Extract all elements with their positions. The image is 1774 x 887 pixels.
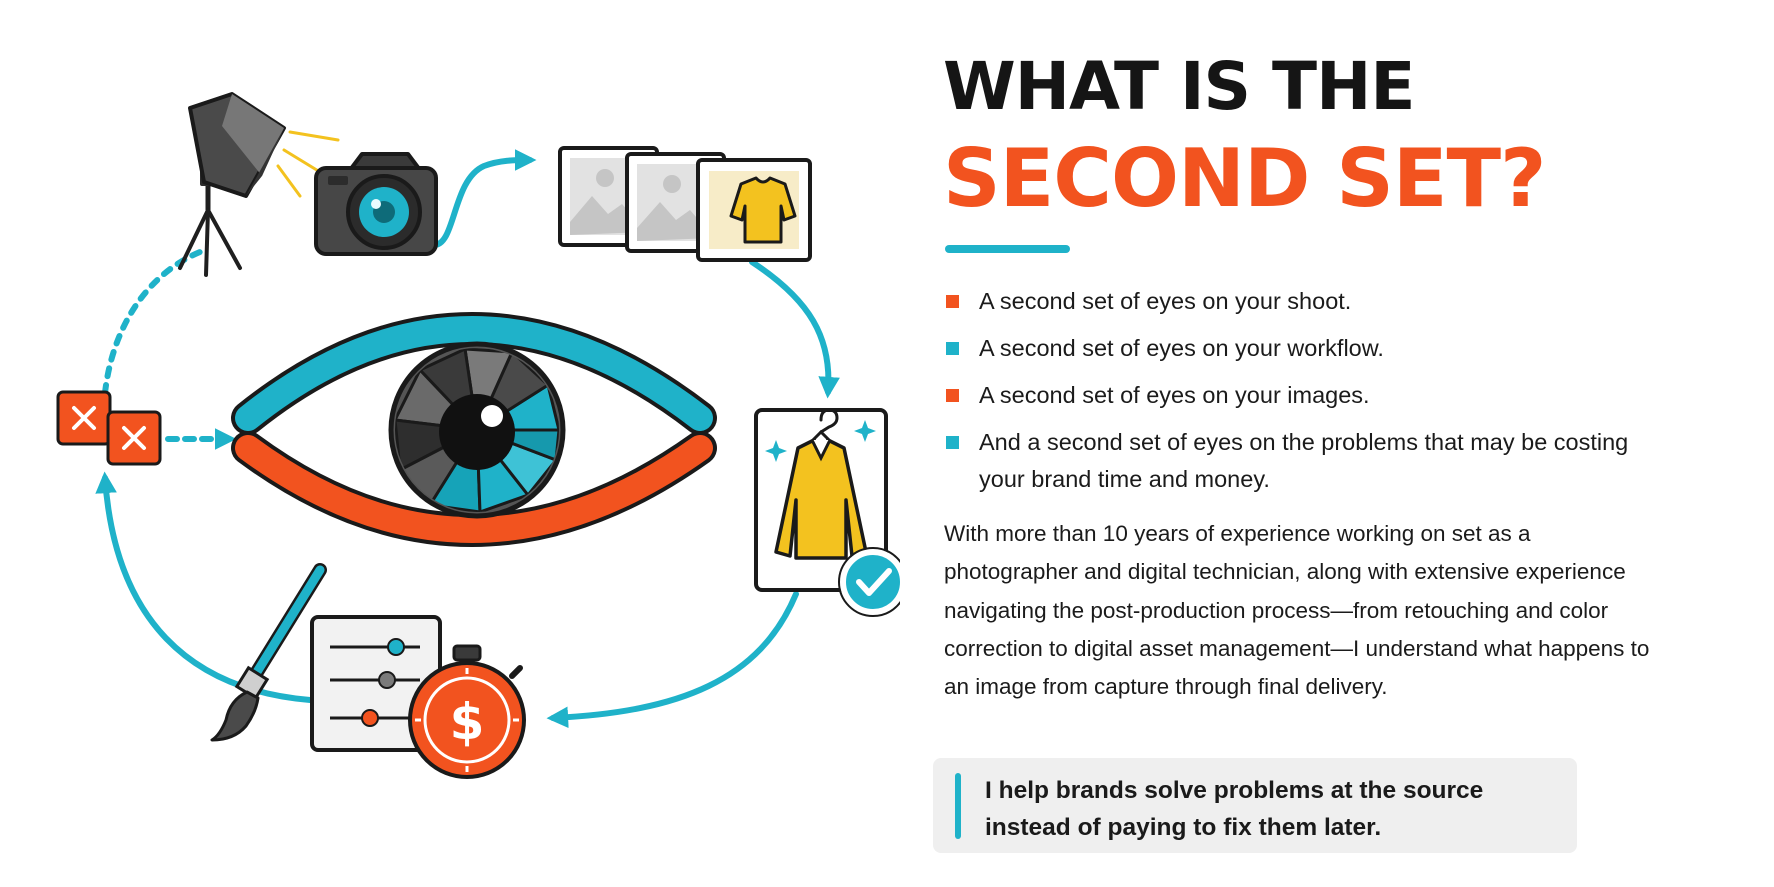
arrow-garment-to-stopwatch — [546, 591, 799, 729]
bullet-item: A second set of eyes on your images. — [943, 377, 1663, 414]
callout-accent-bar — [955, 773, 961, 839]
experience-paragraph: With more than 10 years of experience wo… — [944, 521, 1650, 700]
bullet-item: A second set of eyes on your shoot. — [943, 283, 1663, 320]
callout-box: I help brands solve problems at the sour… — [933, 758, 1577, 853]
paintbrush-icon — [210, 563, 327, 742]
bullet-item: And a second set of eyes on the problems… — [943, 424, 1663, 498]
title-line-1: WHAT IS THE — [943, 48, 1415, 125]
garment-approved-icon — [754, 408, 888, 592]
image-gallery-icon — [558, 146, 812, 262]
camera-icon — [314, 152, 438, 256]
error-tiles-icon — [56, 390, 162, 466]
bullet-text: A second set of eyes on your workflow. — [979, 335, 1384, 361]
title-line-2: SECOND SET? — [943, 132, 1546, 225]
workflow-illustration: $ — [56, 92, 900, 779]
arrow-gallery-to-garment — [749, 259, 840, 399]
softbox-light-icon — [178, 92, 340, 277]
title-underline — [945, 245, 1070, 253]
bullet-square-icon — [946, 342, 959, 355]
stopwatch-dollar-icon: $ — [408, 644, 526, 779]
bullet-list: A second set of eyes on your shoot. A se… — [943, 283, 1663, 508]
arrow-camera-to-gallery — [431, 149, 537, 248]
bullet-square-icon — [946, 295, 959, 308]
bullet-square-icon — [946, 436, 959, 449]
callout-text: I help brands solve problems at the sour… — [985, 777, 1484, 841]
dotted-path-errors-to-tripod — [102, 249, 203, 396]
arrow-edit-to-errors — [95, 471, 313, 703]
bullet-square-icon — [946, 389, 959, 402]
checkmark-badge-icon — [838, 547, 900, 617]
bullet-item: A second set of eyes on your workflow. — [943, 330, 1663, 367]
cycle-arrows — [95, 149, 840, 729]
eye-aperture-icon — [231, 312, 717, 547]
bullet-text: A second set of eyes on your images. — [979, 382, 1370, 408]
svg-text:$: $ — [450, 693, 485, 751]
bullet-text: And a second set of eyes on the problems… — [979, 429, 1629, 492]
bullet-text: A second set of eyes on your shoot. — [979, 288, 1352, 314]
